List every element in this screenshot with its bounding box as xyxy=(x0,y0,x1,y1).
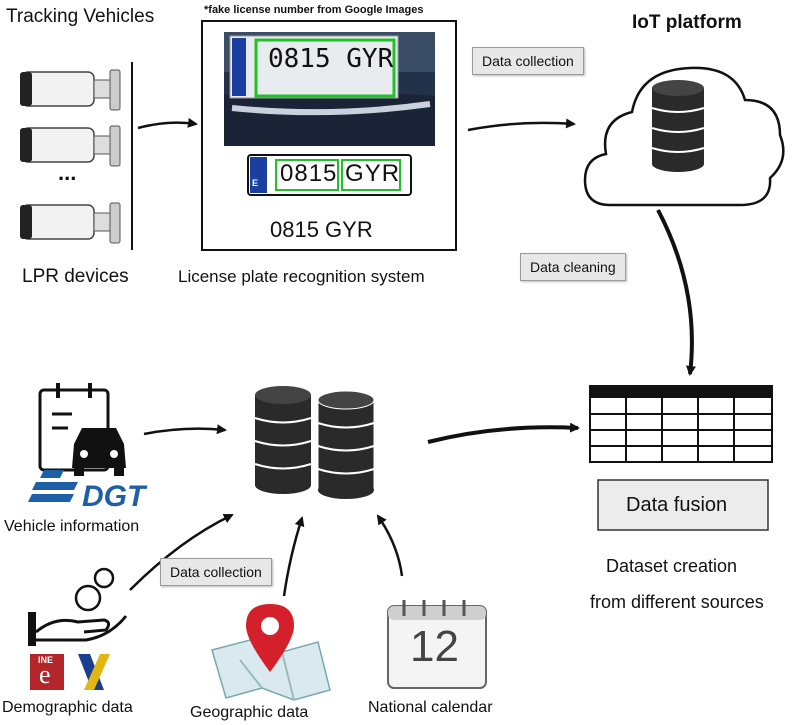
hand-coins-icon xyxy=(28,567,128,646)
lpr-devices-label: LPR devices xyxy=(22,266,129,287)
demographic-data-label: Demographic data xyxy=(2,699,133,716)
more-devices-ellipsis: ... xyxy=(58,160,77,185)
calendar-day-number: 12 xyxy=(410,622,459,671)
clipboard-car-icon xyxy=(38,383,126,476)
data-cleaning-tag: Data cleaning xyxy=(520,253,626,281)
fake-license-note: *fake license number from Google Images xyxy=(204,4,424,16)
data-collection-tag-bottom: Data collection xyxy=(160,558,272,586)
tax-agency-logo-icon xyxy=(78,654,110,690)
arrow-demographic-to-db xyxy=(129,513,234,591)
lpr-system-label: License plate recognition system xyxy=(178,267,425,286)
ine-logo-top-text: INE xyxy=(38,655,54,665)
camera-icon xyxy=(20,202,121,244)
map-pin-icon xyxy=(211,604,331,701)
camera-icon xyxy=(20,69,121,111)
central-database-icon xyxy=(254,386,375,499)
car-plate-text: 0815 GYR xyxy=(268,44,394,74)
arrow-cloud-to-dataset xyxy=(656,209,696,376)
recognized-plate-text: 0815 GYR xyxy=(270,217,373,242)
geographic-data-label: Geographic data xyxy=(190,704,309,721)
database-icon xyxy=(651,80,705,172)
data-collection-tag-top: Data collection xyxy=(472,47,584,75)
vehicle-information-label: Vehicle information xyxy=(4,518,140,535)
data-fusion-box xyxy=(597,479,769,531)
iot-platform-title: IoT platform xyxy=(632,12,742,33)
camera-icon xyxy=(20,125,121,167)
arrow-lpr-to-cloud xyxy=(467,118,576,132)
ine-logo-letter: e xyxy=(39,660,51,689)
arrow-cameras-to-lpr xyxy=(137,117,198,130)
ine-logo-icon xyxy=(30,654,64,690)
national-calendar-label: National calendar xyxy=(368,699,493,716)
calendar-icon xyxy=(387,600,487,689)
dgt-logo-text: DGT xyxy=(82,480,146,513)
license-plate xyxy=(247,154,412,196)
tracking-vehicles-title: Tracking Vehicles xyxy=(6,6,155,27)
dgt-logo-icon xyxy=(28,470,78,502)
dataset-creation-line1: Dataset creation xyxy=(606,556,738,576)
dataset-creation-line2: from different sources xyxy=(590,592,764,612)
arrow-geographic-to-db xyxy=(282,516,305,597)
arrow-vehicle-to-db xyxy=(143,424,227,436)
cropped-plate-text: 0815 GYR xyxy=(280,160,401,187)
car-photo xyxy=(224,32,435,146)
dataset-table-icon xyxy=(589,385,773,463)
data-fusion-label: Data fusion xyxy=(626,494,728,516)
arrow-calendar-to-db xyxy=(376,514,404,577)
plate-country-code: E xyxy=(252,178,259,188)
arrow-db-to-dataset xyxy=(427,422,580,444)
